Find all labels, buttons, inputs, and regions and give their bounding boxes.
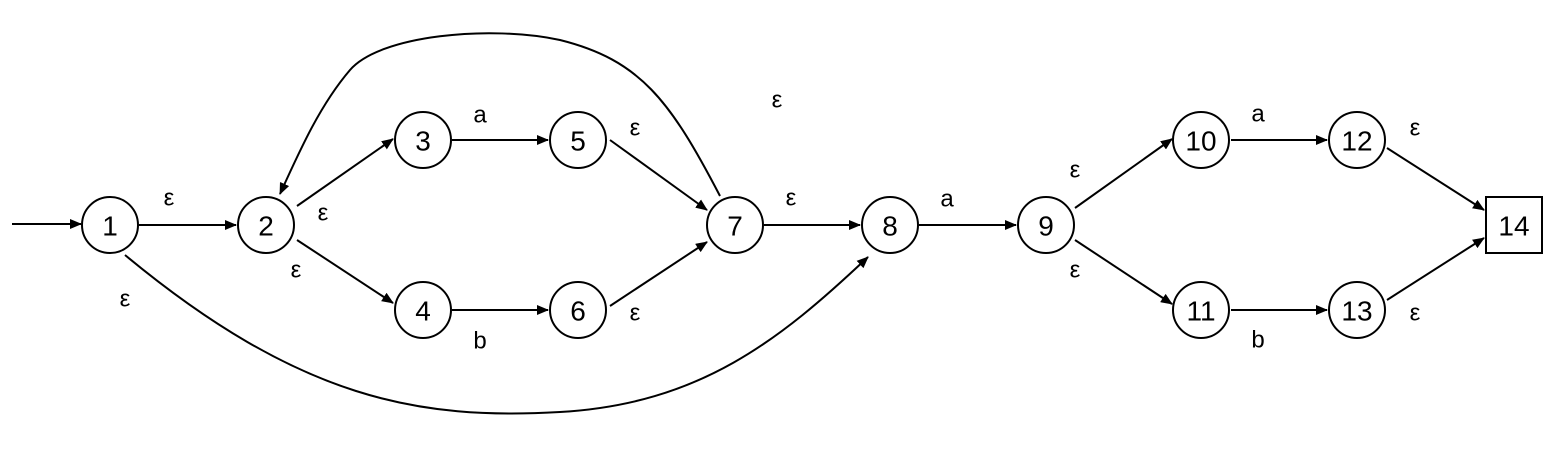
- label-edge-1-8: ε: [120, 286, 131, 313]
- state-8: 8: [861, 196, 919, 254]
- label-edge-2-3: ε: [318, 200, 329, 227]
- state-label: 9: [1038, 211, 1054, 242]
- label-edge-7-8: ε: [786, 185, 797, 212]
- label-edge-6-7: ε: [630, 300, 641, 327]
- edge-2-3: [296, 138, 394, 207]
- state-label: 14: [1498, 211, 1529, 242]
- state-7: 7: [706, 196, 764, 254]
- state-label: 5: [570, 126, 586, 157]
- label-edge-5-7: ε: [630, 115, 641, 142]
- state-label: 6: [570, 296, 586, 327]
- state-13: 13: [1328, 281, 1386, 339]
- edge-9-10: [1074, 138, 1173, 209]
- state-label: 2: [258, 211, 274, 242]
- label-edge-9-11: ε: [1070, 257, 1081, 284]
- label-edge-9-10: ε: [1070, 157, 1081, 184]
- state-1: 1: [81, 196, 139, 254]
- edge-5-7: [609, 139, 708, 211]
- state-label: 4: [415, 296, 431, 327]
- states: 1 2 3 4 5 6 7 8: [81, 111, 1543, 339]
- label-edge-8-9: a: [940, 186, 954, 213]
- state-label: 13: [1341, 296, 1372, 327]
- label-edge-12-14: ε: [1410, 115, 1421, 142]
- state-14-final: 14: [1485, 196, 1543, 254]
- label-edge-1-2: ε: [164, 185, 175, 212]
- transition-labels: ε ε ε ε a b ε ε ε ε a ε ε a b ε ε: [120, 87, 1421, 355]
- state-6: 6: [549, 281, 607, 339]
- state-label: 8: [882, 211, 898, 242]
- state-9: 9: [1017, 196, 1075, 254]
- edge-13-14: [1386, 237, 1485, 301]
- state-4: 4: [394, 281, 452, 339]
- label-edge-7-2: ε: [772, 87, 783, 114]
- label-edge-2-4: ε: [291, 257, 302, 284]
- edge-6-7: [609, 241, 708, 307]
- state-3: 3: [394, 111, 452, 169]
- label-edge-13-14: ε: [1410, 300, 1421, 327]
- state-12: 12: [1328, 111, 1386, 169]
- edge-2-4: [296, 239, 394, 304]
- state-label: 1: [102, 211, 118, 242]
- edge-12-14: [1386, 147, 1485, 211]
- edge-7-2: [279, 32, 721, 197]
- label-edge-11-13: b: [1251, 327, 1264, 354]
- edge-9-11: [1074, 239, 1173, 305]
- edge-1-8: [124, 254, 869, 415]
- state-label: 3: [415, 126, 431, 157]
- state-5: 5: [549, 111, 607, 169]
- label-edge-10-12: a: [1251, 101, 1265, 128]
- transitions: [124, 32, 1485, 415]
- state-label: 10: [1185, 126, 1216, 157]
- label-edge-3-5: a: [473, 102, 487, 129]
- state-label: 7: [727, 211, 743, 242]
- state-11: 11: [1172, 281, 1230, 339]
- state-10: 10: [1172, 111, 1230, 169]
- state-label: 12: [1341, 126, 1372, 157]
- label-edge-4-6: b: [473, 328, 486, 355]
- state-label: 11: [1186, 296, 1215, 327]
- state-2: 2: [237, 196, 295, 254]
